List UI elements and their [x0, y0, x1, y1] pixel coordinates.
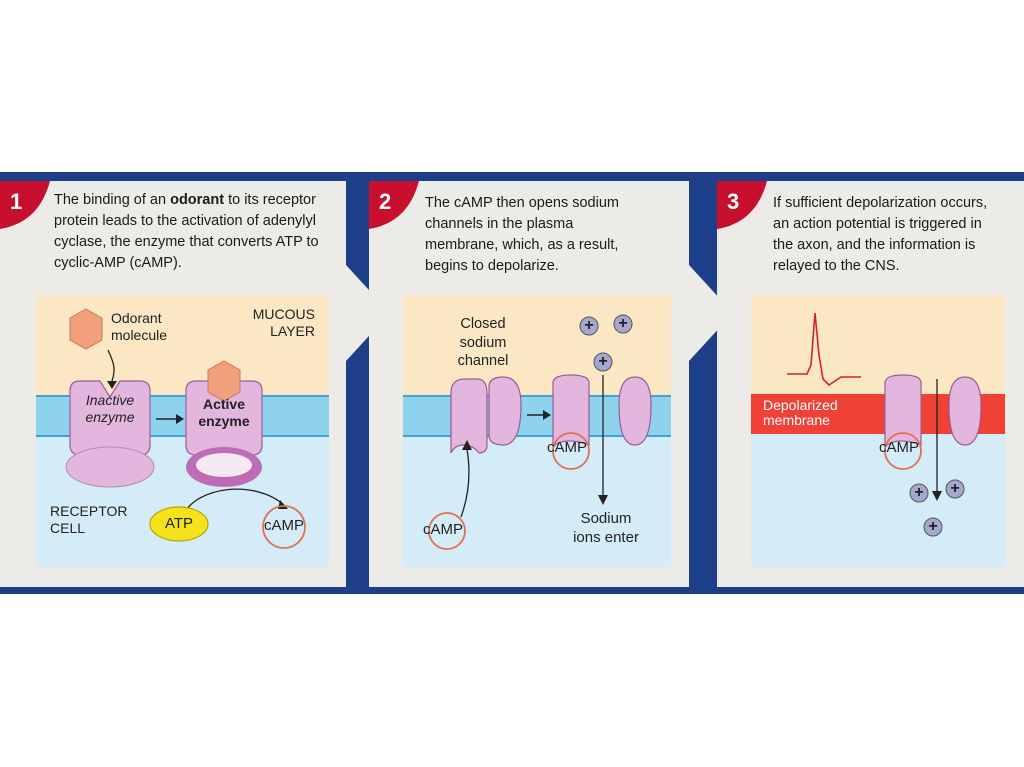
plus-sign: + [598, 353, 608, 370]
step-number: 2 [379, 189, 392, 214]
plus-sign: + [914, 484, 924, 501]
plus-sign: + [584, 317, 594, 334]
odorant-molecule-shape [69, 308, 103, 350]
step-badge [369, 181, 419, 229]
step-number: 1 [10, 189, 23, 214]
action-potential-trace [787, 312, 861, 387]
closed-channel-label: Closed sodium channel [457, 316, 509, 369]
plus-sign: + [928, 518, 938, 535]
camp-ring [884, 432, 922, 470]
closed-channel-left [450, 378, 488, 454]
camp-label: cAMP [878, 439, 919, 456]
bound-odorant-shape [207, 360, 241, 402]
step-description: The cAMP then opens sodium channels in t… [425, 195, 619, 274]
step-badge [0, 181, 50, 229]
step-2-panel: 2 The cAMP then opens sodium channels in… [369, 181, 689, 587]
receptor-scene: Odorant molecule MUCOUS LAYER Inactive e… [36, 295, 329, 567]
atp-oval [149, 506, 209, 542]
step-3-panel: 3 If sufficient depolarization occurs, a… [717, 181, 1024, 587]
camp-ring [262, 505, 306, 549]
sodium-ions-label: Sodium ions enter [573, 510, 639, 546]
plus-sign: + [618, 315, 628, 332]
camp-bound-label: cAMP [546, 439, 587, 456]
step-description: If sufficient depolarization occurs, an … [773, 195, 988, 274]
odorant-keyword: odorant [170, 192, 225, 208]
atp-label: ATP [164, 515, 194, 532]
camp-ring [552, 432, 590, 470]
step-arrow-1 [346, 265, 390, 361]
camp-free-label: cAMP [422, 521, 463, 538]
step-description: The binding of an odorant to its recepto… [54, 192, 319, 271]
camp-label: cAMP [263, 517, 304, 534]
closed-channel-right [488, 376, 522, 446]
step-arrow-2 [689, 265, 733, 361]
sodium-channel-scene: + + + Closed sodium channel cAMP cAMP So… [403, 295, 671, 567]
odorant-molecule-label: Odorant molecule [111, 310, 168, 343]
depolarization-scene: + + + Depolarized membrane cAMP [751, 295, 1005, 567]
mucous-layer-label: MUCOUS LAYER [252, 306, 315, 339]
active-enzyme-shape [185, 380, 263, 456]
plus-sign: + [950, 480, 960, 497]
inactive-enzyme-label: Inactive enzyme [85, 392, 135, 425]
inactive-enzyme-base [65, 446, 155, 488]
step-1-panel: 1 The binding of an odorant to its recep… [0, 181, 346, 587]
step-badge [717, 181, 767, 229]
receptor-cell-label: RECEPTOR CELL [50, 503, 128, 536]
open-channel-left [552, 374, 590, 449]
step-number: 3 [727, 189, 740, 214]
depolarized-membrane-label: Depolarized membrane [763, 397, 838, 428]
active-enzyme-label: Active enzyme [198, 396, 250, 429]
open-channel-right [618, 376, 652, 446]
